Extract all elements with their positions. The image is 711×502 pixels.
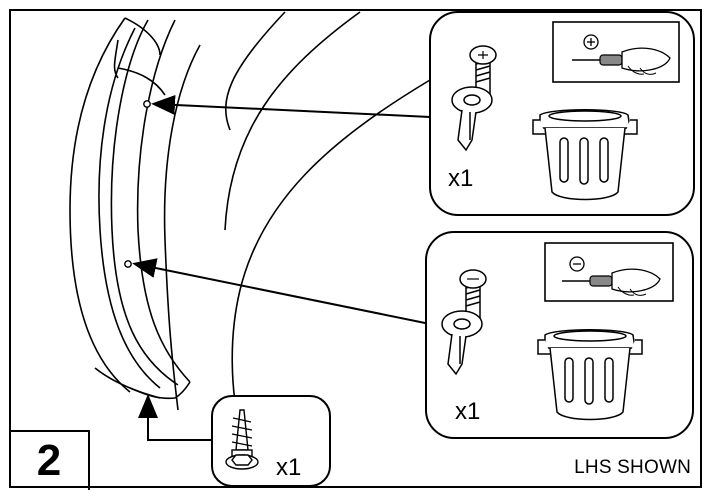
outer-frame: [9, 9, 702, 488]
mounting-hole-upper: [143, 100, 151, 108]
self-tapping-screw-icon: [225, 409, 259, 470]
push-rivet-phillips-icon: [451, 45, 497, 152]
quantity-label-upper: x1: [448, 165, 474, 192]
clip-fastener-icon: [532, 109, 638, 201]
callout-panel-bottom: [211, 395, 331, 487]
callout-panel-lower: [425, 231, 694, 439]
wheel-arch-panel: [69, 11, 431, 421]
flathead-screwdriver-icon: [544, 242, 674, 302]
side-note: LHS SHOWN: [574, 457, 691, 478]
arrow-lower: [132, 258, 431, 325]
arrow-bottom: [138, 394, 212, 441]
step-number: 2: [10, 430, 90, 490]
arrow-upper: [151, 94, 431, 118]
callout-panel-upper: [429, 11, 695, 216]
mounting-hole-lower: [124, 260, 132, 268]
quantity-label-bottom: x1: [276, 454, 302, 481]
phillips-screwdriver-icon: [552, 21, 680, 83]
clip-fastener-lower-icon: [537, 329, 643, 421]
quantity-label-lower: x1: [455, 398, 481, 425]
push-rivet-slotted-icon: [441, 269, 487, 376]
